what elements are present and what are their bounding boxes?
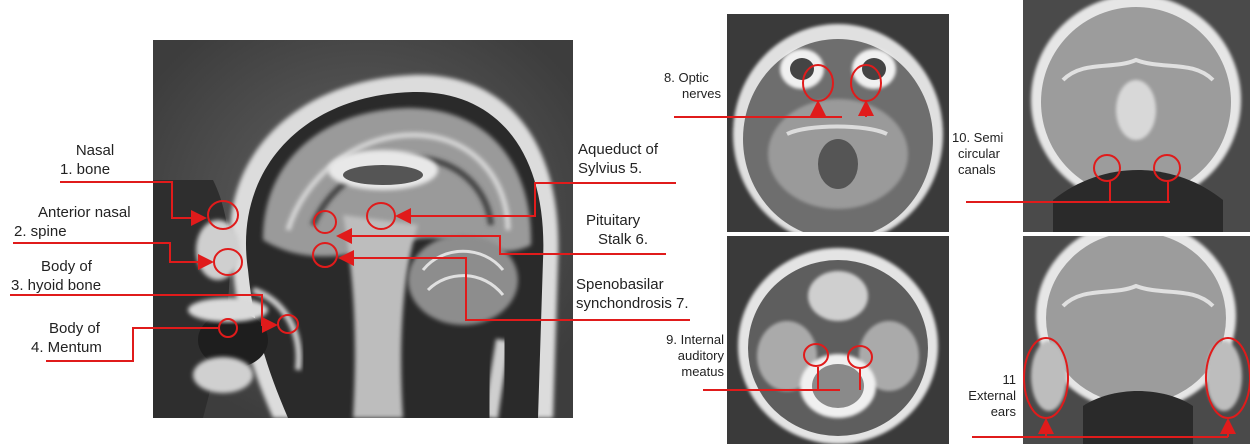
label-hyoid: Body of 3. hyoid bone: [11, 257, 101, 295]
label-internal-auditory: 9. Internal auditory meatus: [620, 332, 724, 380]
label-semicircular: 10. Semi circular canals: [952, 130, 1003, 178]
sagittal-mri-drawing: [153, 40, 573, 418]
axial-optic-drawing: [727, 14, 949, 232]
coronal-canals-drawing: [1023, 0, 1250, 232]
label-anterior-nasal-spine: Anterior nasal 2. spine: [14, 203, 131, 241]
label-pituitary: Pituitary Stalk 6.: [586, 211, 648, 249]
axial-iam-image: [727, 236, 949, 444]
axial-optic-image: [727, 14, 949, 232]
label-aqueduct: Aqueduct of Sylvius 5.: [578, 140, 658, 178]
label-external-ears: 11 External ears: [960, 372, 1016, 420]
label-nasal-bone: Nasal 1. bone: [40, 141, 150, 179]
axial-iam-drawing: [727, 236, 949, 444]
coronal-ears-image: [1023, 236, 1250, 444]
coronal-ears-drawing: [1023, 236, 1250, 444]
label-spheno: Spenobasilar synchondrosis 7.: [576, 275, 689, 313]
sagittal-mri-image: [153, 40, 573, 418]
coronal-canals-image: [1023, 0, 1250, 232]
label-optic: 8. Optic nerves: [664, 70, 721, 102]
label-mentum: Body of 4. Mentum: [31, 319, 102, 357]
